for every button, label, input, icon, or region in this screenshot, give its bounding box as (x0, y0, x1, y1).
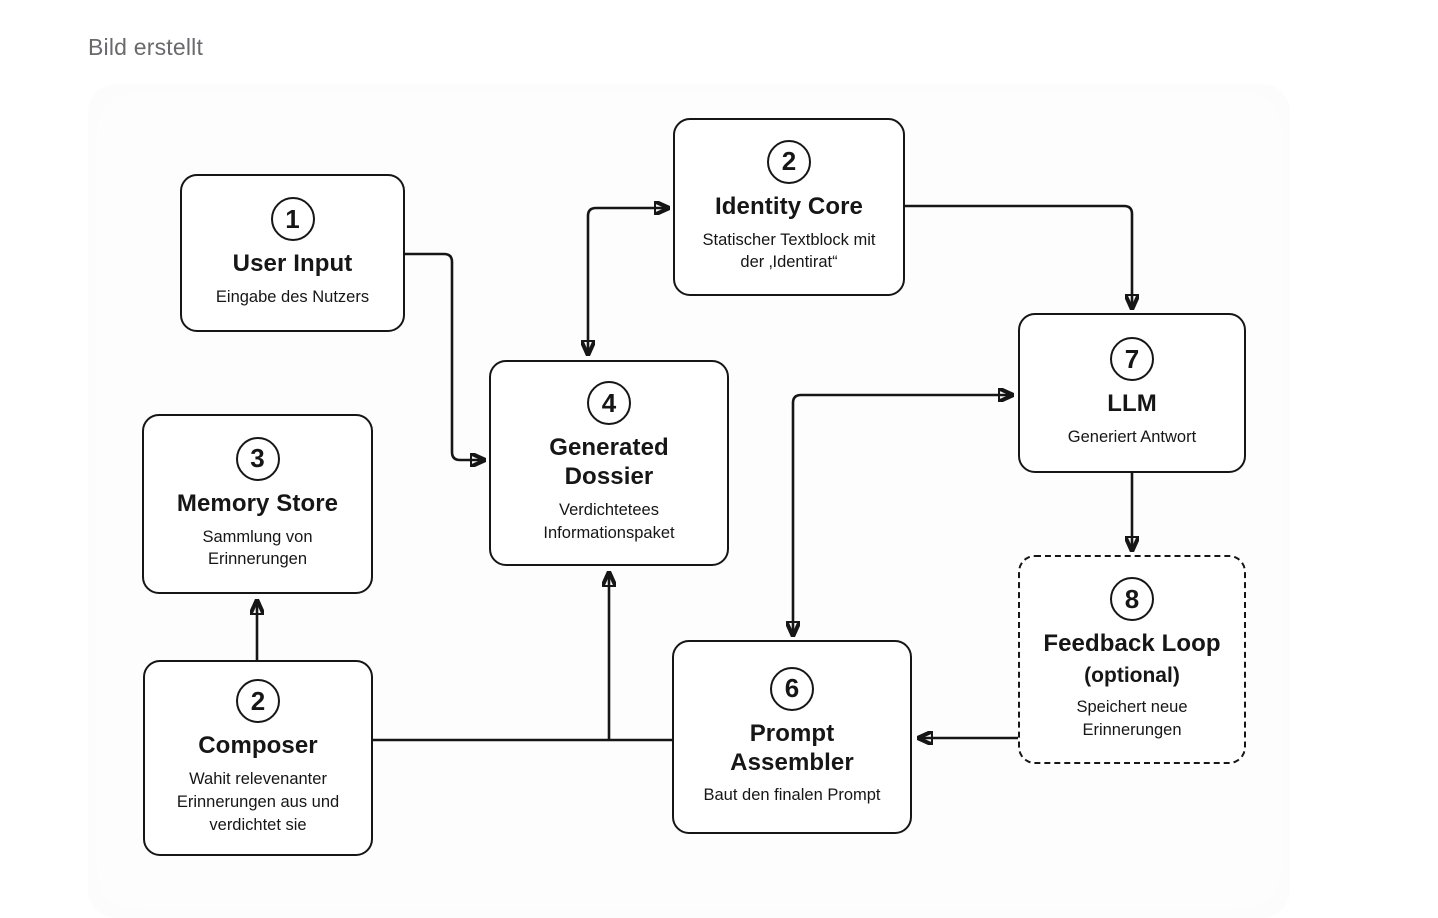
node-title: Composer (198, 732, 318, 760)
node-title-secondary: (optional) (1084, 663, 1180, 687)
node-title: Feedback Loop (1043, 630, 1221, 658)
node-subtitle: Sammlung von Erinnerungen (202, 527, 313, 569)
node-number-badge: 7 (1110, 337, 1154, 382)
node-title: Prompt Assembler (730, 719, 854, 776)
edge-prompt-assembler-llm (793, 395, 1012, 635)
node-generated-dossier: 4 Generated Dossier Verdichtetees Inform… (489, 360, 729, 566)
node-subtitle: Baut den finalen Prompt (703, 786, 881, 805)
node-number-badge: 3 (235, 436, 280, 481)
image-status-label: Bild erstellt (88, 34, 204, 60)
node-user-input: 1 User Input Eingabe des Nutzers (180, 174, 405, 332)
node-subtitle: Generiert Antwort (1067, 428, 1197, 447)
node-composer: 2 Composer Wahit relevenanter Erinnerung… (143, 660, 373, 856)
edge-identity-core-generated-dossier (588, 208, 668, 354)
node-feedback-loop: 8 Feedback Loop (optional) Speichert neu… (1018, 555, 1246, 764)
node-identity-core: 2 Identity Core Statischer Textblock mit… (673, 118, 905, 296)
node-number-badge: 6 (770, 666, 814, 711)
node-number-badge: 2 (236, 679, 280, 724)
node-subtitle: Speichert neue Erinnerungen (1076, 698, 1188, 740)
node-number-badge: 8 (1110, 577, 1154, 622)
node-prompt-assembler: 6 Prompt Assembler Baut den finalen Prom… (672, 640, 912, 834)
node-memory-store: 3 Memory Store Sammlung von Erinnerungen (142, 414, 373, 594)
node-subtitle: Verdichtetees Informationspaket (543, 501, 675, 542)
node-subtitle: Wahit relevenanter Erinnerungen aus und … (176, 770, 340, 834)
node-subtitle: Statischer Textblock mit der ‚Identirat“ (702, 230, 876, 272)
node-llm: 7 LLM Generiert Antwort (1018, 313, 1246, 473)
node-title: User Input (232, 250, 353, 278)
node-number-badge: 1 (270, 197, 315, 242)
node-title: LLM (1107, 390, 1157, 418)
node-title: Memory Store (176, 489, 339, 517)
edge-user-input-to-generated-dossier (405, 252, 484, 460)
node-number-badge: 2 (767, 139, 811, 184)
node-number-badge: 4 (587, 381, 631, 426)
node-title: Generated Dossier (549, 434, 669, 491)
edge-identity-core-to-llm (905, 204, 1132, 308)
node-subtitle: Eingabe des Nutzers (215, 288, 370, 307)
node-title: Identity Core (715, 192, 863, 220)
